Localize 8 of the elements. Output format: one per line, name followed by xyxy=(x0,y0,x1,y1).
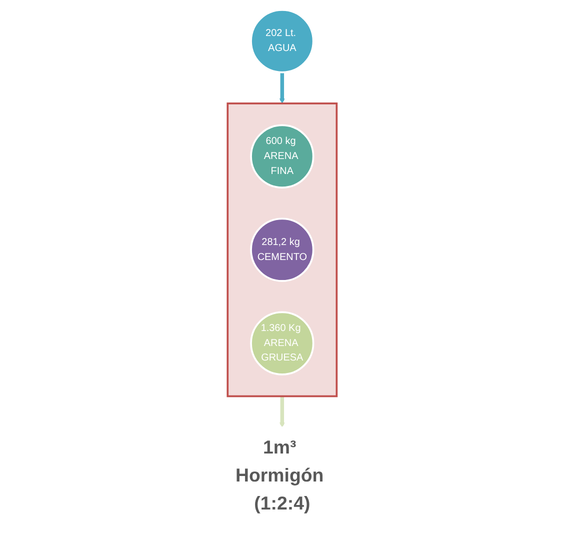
node-circle: 1.360 Kg ARENA GRUESA xyxy=(250,311,315,376)
node-text: 1m³ Hormigón (1:2:4) xyxy=(236,437,324,514)
arrow xyxy=(280,396,286,428)
node-circle: 202 Lt. AGUA xyxy=(250,9,315,74)
cluster xyxy=(227,102,338,398)
arrow xyxy=(280,72,286,104)
node-circle: 281,2 kg CEMENTO xyxy=(250,218,315,282)
node-circle: 600 kg ARENA FINA xyxy=(250,124,315,188)
